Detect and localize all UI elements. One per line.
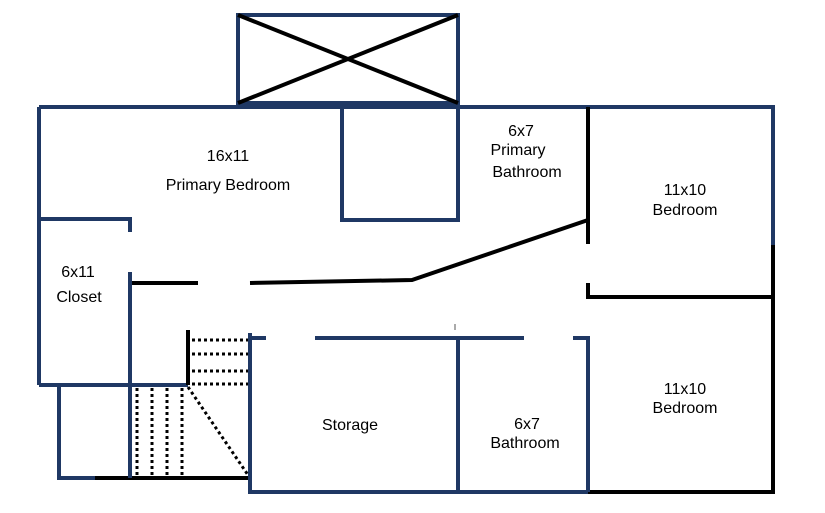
primary-bathroom-label-1: Primary xyxy=(490,142,545,159)
closet-size: 6x11 xyxy=(61,264,95,281)
primary-bathroom-size: 6x7 xyxy=(508,123,534,140)
chase-box xyxy=(340,105,460,222)
storage-label: Storage xyxy=(322,417,378,434)
primary-bedroom-size: 16x11 xyxy=(207,148,250,165)
room-labels: 16x11 Primary Bedroom 6x7 Primary Bathro… xyxy=(56,123,717,452)
exterior-walls xyxy=(37,105,775,494)
bathroom-label: Bathroom xyxy=(490,435,559,452)
closet-label: Closet xyxy=(56,289,102,306)
bedroom-upper-label: Bedroom xyxy=(653,202,718,219)
interior-walls xyxy=(39,105,773,492)
primary-bedroom-label: Primary Bedroom xyxy=(166,177,290,194)
bedroom-lower-size: 11x10 xyxy=(664,381,707,398)
bedroom-upper-size: 11x10 xyxy=(664,182,707,199)
bathroom-size: 6x7 xyxy=(514,416,540,433)
bedroom-lower-label: Bedroom xyxy=(653,400,718,417)
open-to-below-box xyxy=(236,13,460,105)
stairs xyxy=(135,338,250,476)
primary-bathroom-label-2: Bathroom xyxy=(492,164,561,181)
